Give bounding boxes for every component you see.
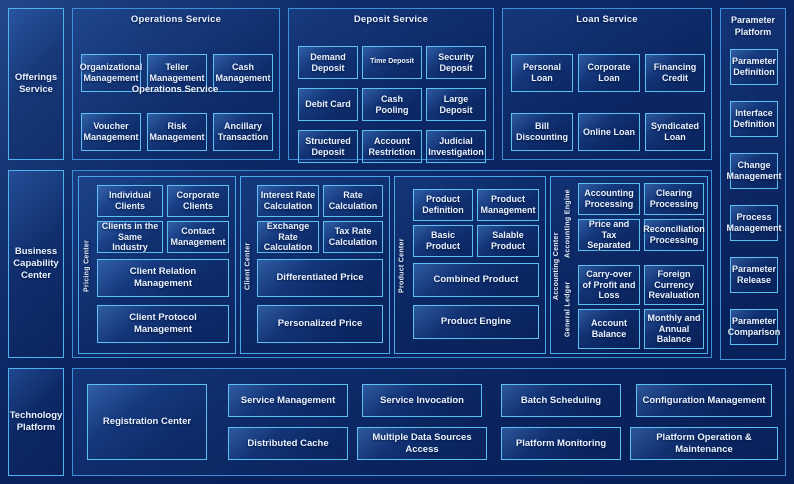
cell-distributed-cache[interactable]: Distributed Cache <box>228 427 348 460</box>
row-label-business-capability-center-text: Business Capability Center <box>13 246 59 281</box>
cell-service-management[interactable]: Service Management <box>228 384 348 417</box>
cell-platform-operation-maintenance[interactable]: Platform Operation & Maintenance <box>630 427 778 460</box>
row-label-offerings-service-text: Offerings Service <box>14 72 58 95</box>
cell-ancillary-transaction[interactable]: Ancillary Transaction <box>213 113 273 151</box>
cell-reconciliation-processing[interactable]: Reconciliation Processing <box>643 219 705 251</box>
cell-price-and-tax-separated[interactable]: Price and Tax Separated <box>578 219 640 251</box>
cell-time-deposit[interactable]: Time Deposit <box>362 46 422 79</box>
cell-configuration-management[interactable]: Configuration Management <box>636 384 772 417</box>
cell-voucher-management[interactable]: Voucher Management <box>81 113 141 151</box>
cell-parameter-release[interactable]: Parameter Release <box>730 257 778 293</box>
cell-client-protocol-management[interactable]: Client Protocol Management <box>97 305 229 343</box>
cell-foreign-currency-revaluation[interactable]: Foreign Currency Revaluation <box>644 265 704 305</box>
row-label-technology-platform: Technology Platform <box>8 368 64 476</box>
cell-carry-over-of-profit-and-loss[interactable]: Carry-over of Profit and Loss <box>578 265 640 305</box>
cell-demand-deposit[interactable]: Demand Deposit <box>298 46 358 79</box>
group-label-product-center: Product Center <box>398 238 406 294</box>
panel-business-capability-center: Pricing Center Individual Clients Corpor… <box>72 170 712 358</box>
cell-parameter-definition[interactable]: Parameter Definition <box>730 49 778 85</box>
cell-structured-deposit[interactable]: Structured Deposit <box>298 130 358 163</box>
cell-interest-rate-calculation[interactable]: Interest Rate Calculation <box>257 185 319 217</box>
group-product-center[interactable]: Product Center Product Definition Produc… <box>394 176 546 354</box>
row-label-offerings-service: Offerings Service <box>8 8 64 160</box>
cell-bill-discounting[interactable]: Bill Discounting <box>511 113 573 151</box>
group-pricing-center[interactable]: Pricing Center Individual Clients Corpor… <box>78 176 236 354</box>
cell-clients-in-the-same-industry[interactable]: Clients in the Same Industry <box>97 221 163 253</box>
cell-corporate-loan[interactable]: Corporate Loan <box>578 54 640 92</box>
cell-accounting-processing[interactable]: Accounting Processing <box>578 183 640 215</box>
cell-account-restriction[interactable]: Account Restriction <box>362 130 422 163</box>
group-label-client-center: Client Center <box>244 242 252 290</box>
cell-multiple-data-sources-access[interactable]: Multiple Data Sources Access <box>357 427 487 460</box>
cell-clearing-processing[interactable]: Clearing Processing <box>644 183 704 215</box>
cell-tax-rate-calculation[interactable]: Tax Rate Calculation <box>323 221 383 253</box>
side-column-parameter-platform[interactable]: Parameter Platform Parameter Definition … <box>720 8 786 360</box>
panel-title-loan-service: Loan Service <box>576 14 638 25</box>
group-label-pricing-center: Pricing Center <box>83 239 91 293</box>
cell-syndicated-loan[interactable]: Syndicated Loan <box>645 113 705 151</box>
cell-product-definition[interactable]: Product Definition <box>413 189 473 221</box>
panel-technology-platform: Registration Center Service Management D… <box>72 368 786 476</box>
cell-account-balance[interactable]: Account Balance <box>578 309 640 349</box>
cell-individual-clients[interactable]: Individual Clients <box>97 185 163 217</box>
cell-personalized-price[interactable]: Personalized Price <box>257 305 383 343</box>
cell-batch-scheduling[interactable]: Batch Scheduling <box>501 384 621 417</box>
cell-change-management[interactable]: Change Management <box>727 153 782 189</box>
group-accounting-center[interactable]: Accounting Center Accounting Engine Gene… <box>550 176 708 354</box>
cell-exchange-rate-calculation[interactable]: Exchange Rate Calculation <box>257 221 319 253</box>
side-column-title: Parameter Platform <box>730 15 776 37</box>
cell-client-relation-management[interactable]: Client Relation Management <box>97 259 229 297</box>
cell-debit-card[interactable]: Debit Card <box>298 88 358 121</box>
cell-risk-management[interactable]: Risk Management <box>147 113 207 151</box>
panel-title-operations-service-overlay: Operations Service <box>131 84 219 95</box>
cell-product-management[interactable]: Product Management <box>477 189 539 221</box>
cell-security-deposit[interactable]: Security Deposit <box>426 46 486 79</box>
cell-financing-credit[interactable]: Financing Credit <box>645 54 705 92</box>
cell-cash-pooling[interactable]: Cash Pooling <box>362 88 422 121</box>
cell-corporate-clients[interactable]: Corporate Clients <box>167 185 229 217</box>
cell-organizational-management[interactable]: Organizational Management <box>80 54 142 92</box>
cell-large-deposit[interactable]: Large Deposit <box>426 88 486 121</box>
cell-platform-monitoring[interactable]: Platform Monitoring <box>501 427 621 460</box>
panel-title-operations-service: Operations Service <box>130 14 222 25</box>
panel-operations-service[interactable]: Operations Service Organizational Manage… <box>72 8 280 160</box>
cell-process-management[interactable]: Process Management <box>727 205 782 241</box>
cell-online-loan[interactable]: Online Loan <box>578 113 640 151</box>
group-label-accounting-center: Accounting Center <box>553 232 560 300</box>
cell-product-engine[interactable]: Product Engine <box>413 305 539 339</box>
panel-title-deposit-service: Deposit Service <box>353 14 429 25</box>
cell-salable-product[interactable]: Salable Product <box>477 225 539 257</box>
cell-personal-loan[interactable]: Personal Loan <box>511 54 573 92</box>
group-client-center[interactable]: Client Center Interest Rate Calculation … <box>240 176 390 354</box>
cell-differentiated-price[interactable]: Differentiated Price <box>257 259 383 297</box>
cell-basic-product[interactable]: Basic Product <box>413 225 473 257</box>
group-sublabel-general-ledger: General Ledger <box>564 281 572 337</box>
cell-monthly-and-annual-balance[interactable]: Monthly and Annual Balance <box>644 309 704 349</box>
row-label-technology-platform-text: Technology Platform <box>9 410 63 433</box>
group-sublabel-accounting-engine: Accounting Engine <box>564 189 572 259</box>
panel-loan-service[interactable]: Loan Service Personal Loan Corporate Loa… <box>502 8 712 160</box>
cell-registration-center[interactable]: Registration Center <box>87 384 207 460</box>
cell-judicial-investigation[interactable]: Judicial Investigation <box>426 130 486 163</box>
row-label-business-capability-center: Business Capability Center <box>8 170 64 358</box>
cell-cash-management[interactable]: Cash Management <box>213 54 273 92</box>
cell-rate-calculation[interactable]: Rate Calculation <box>323 185 383 217</box>
cell-teller-management[interactable]: Teller Management <box>147 54 207 92</box>
cell-contact-management[interactable]: Contact Management <box>167 221 229 253</box>
cell-interface-definition[interactable]: Interface Definition <box>730 101 778 137</box>
cell-service-invocation[interactable]: Service Invocation <box>362 384 482 417</box>
cell-combined-product[interactable]: Combined Product <box>413 263 539 297</box>
panel-deposit-service[interactable]: Deposit Service Demand Deposit Time Depo… <box>288 8 494 163</box>
cell-parameter-comparison[interactable]: Parameter Comparison <box>728 309 780 345</box>
